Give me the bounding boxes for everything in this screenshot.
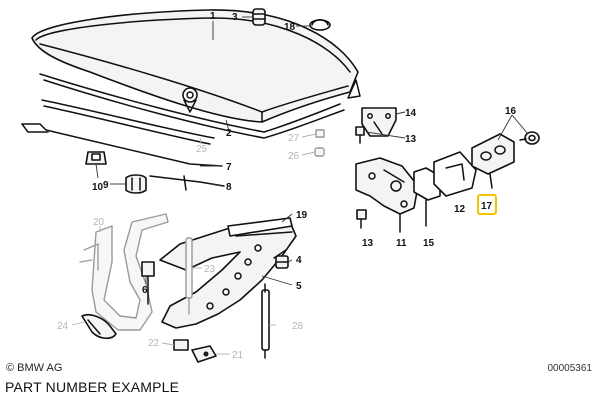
label-part-1: 1	[210, 11, 216, 22]
bolt-13-bottom	[356, 209, 367, 229]
label-part-13-bottom: 13	[362, 238, 374, 249]
bolt-13-top	[355, 126, 365, 144]
label-part-3: 3	[232, 12, 238, 23]
label-part-20: 20	[93, 217, 105, 228]
rubber-buffer-24	[81, 313, 117, 340]
label-part-14: 14	[405, 108, 417, 119]
label-part-17: 17	[481, 201, 493, 212]
trunk-lock-11	[355, 157, 419, 233]
bracket-6	[141, 261, 155, 305]
label-part-18: 18	[284, 22, 296, 33]
hinge-bar-19	[227, 217, 293, 237]
label-part-21: 21	[232, 350, 244, 361]
nut-16	[519, 131, 540, 145]
label-part-5: 5	[296, 281, 302, 292]
trunk-lid	[31, 9, 359, 123]
release-rods	[21, 99, 225, 191]
label-part-11: 11	[396, 238, 407, 249]
label-part-22: 22	[148, 338, 160, 349]
gas-strut-28	[261, 283, 270, 359]
label-part-26: 26	[288, 151, 300, 162]
plate-12	[433, 151, 477, 197]
copyright-text: © BMW AG	[6, 362, 63, 374]
caption-text: PART NUMBER EXAMPLE	[5, 379, 180, 395]
label-part-28: 28	[292, 321, 304, 332]
leader-lines	[71, 16, 529, 355]
highlight-box-part-17	[477, 194, 497, 215]
grommet-3	[252, 8, 266, 26]
label-part-24: 24	[57, 321, 69, 332]
label-part-4: 4	[296, 255, 302, 266]
clip-21	[191, 345, 217, 363]
clip-22	[173, 339, 189, 351]
label-part-25: 25	[196, 144, 208, 155]
cap-18	[309, 19, 331, 31]
label-part-2: 2	[226, 128, 232, 139]
screw-26	[314, 147, 325, 157]
label-part-7: 7	[226, 162, 232, 173]
label-part-27: 27	[288, 133, 300, 144]
label-part-8: 8	[226, 182, 232, 193]
label-part-13-top: 13	[405, 134, 417, 145]
label-part-16: 16	[505, 106, 517, 117]
hinge-5	[159, 221, 297, 329]
label-part-6: 6	[142, 285, 148, 296]
screw-27	[315, 129, 325, 138]
label-part-10: 10	[92, 182, 104, 193]
label-part-19: 19	[296, 210, 308, 221]
label-part-9: 9	[103, 180, 109, 191]
label-part-12: 12	[454, 204, 466, 215]
lock-buffer-17	[471, 133, 515, 189]
trunk-seal	[39, 73, 361, 139]
diagram-number: 00005361	[547, 363, 593, 374]
nut-4	[275, 255, 289, 269]
lock-cylinder	[182, 87, 198, 113]
label-part-15: 15	[423, 238, 435, 249]
clip-9	[125, 174, 147, 194]
hinge-arm-20	[79, 213, 169, 331]
striker-bracket-14	[361, 107, 397, 137]
clip-10	[85, 151, 107, 165]
label-part-23: 23	[204, 264, 216, 275]
